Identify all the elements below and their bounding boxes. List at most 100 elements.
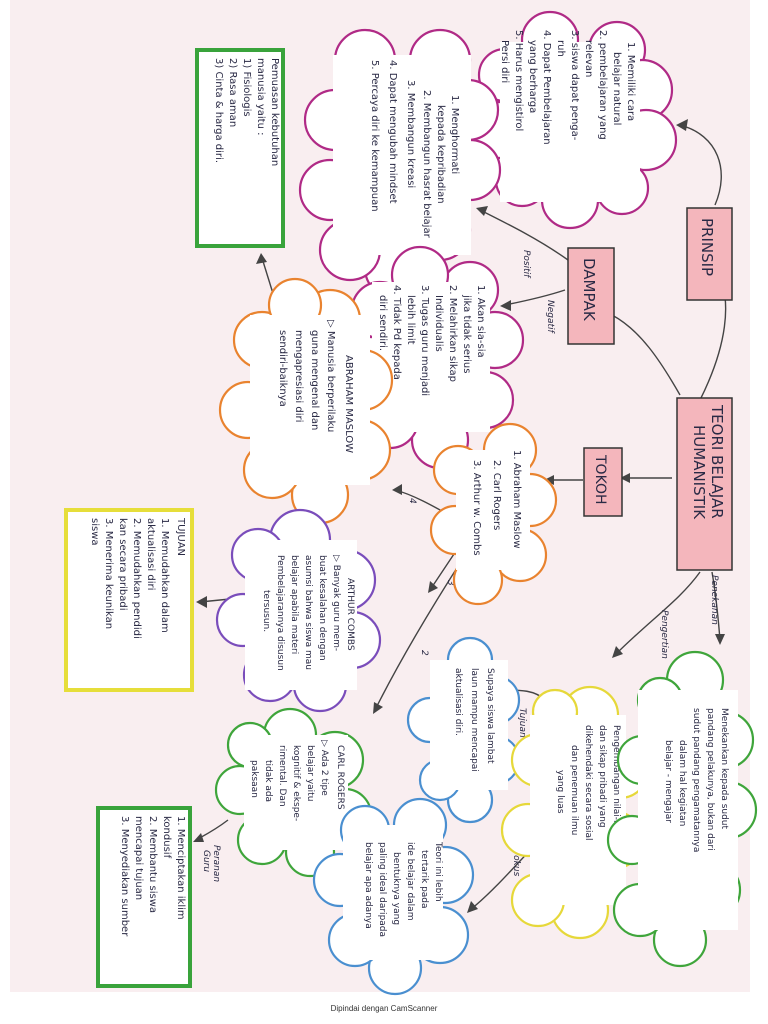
label-peranan-guru-2: Guru: [201, 850, 211, 872]
rogers-line-7: paksaan: [249, 760, 259, 798]
rogers-line-6: tidak ada: [263, 760, 273, 802]
arrow-dampak-negatif: [504, 289, 566, 306]
cloud-teori: Teori ini lebih tertarik pada ide belaja…: [312, 797, 475, 996]
tokoh-label: TOKOH: [592, 454, 608, 505]
cloud-tokoh: 1. Abraham Maslow 2. Carl Rogers 3. Arth…: [429, 422, 558, 606]
maslow-line-1: ABRAHAM MASLOW: [343, 355, 354, 453]
negatif-line-4: Individualis: [433, 295, 444, 352]
arrow-center-pengertian: [614, 571, 701, 656]
label-penekanan: Penekanan: [709, 575, 719, 625]
tujuan-line-5: kan secara pribadi: [117, 518, 128, 611]
teori-line-6: belajar apa adanya: [363, 842, 373, 929]
cloud-aktualisasi: Supaya siswa lambat laun mampu mencapai …: [406, 636, 521, 824]
pengertian-line-5: yang luas: [555, 770, 565, 814]
maslow-line-2: ▷ Manusia berperilaku: [325, 320, 336, 432]
arrow-center-dampak: [611, 314, 681, 396]
positif-line-6: 5. Percaya diri ke kemampuan: [369, 60, 380, 212]
peranan-line-2: kondusif: [161, 816, 172, 859]
kebutuhan-line-2: manusia yaitu :: [255, 58, 266, 135]
center-title-1: TEORI BELAJAR: [708, 404, 726, 519]
prinsip-line-10: Persi diri: [499, 40, 510, 83]
node-dampak: DAMPAK: [567, 247, 615, 345]
combs-line-4: asumsi bahwa siswa mau: [303, 555, 313, 670]
kebutuhan-line-5: 3) Cinta & harga diri.: [213, 58, 224, 163]
aktualisasi-line-2: laun mampu mencapai: [469, 668, 479, 772]
prinsip-line-5: 3. siswa dapat penga-: [569, 30, 580, 141]
pengertian-line-4: dan penemuan ilmu: [569, 745, 579, 835]
combs-line-6: Pembelajarannya disusun: [275, 555, 285, 671]
cloud-maslow: ABRAHAM MASLOW ▷ Manusia berperilaku gun…: [218, 277, 394, 525]
arrowhead-fokus: [467, 901, 478, 913]
prinsip-line-3: 2. pembelajaran yang: [597, 30, 608, 140]
maslow-line-4: mengapresiasi diri: [293, 330, 304, 422]
dampak-label: DAMPAK: [580, 258, 598, 322]
node-center: TEORI BELAJAR HUMANISTIK: [676, 397, 733, 571]
penekanan-line-1: Menekankan kepada sudut: [719, 708, 729, 830]
teori-line-1: Teori ini lebih: [433, 841, 443, 902]
maslow-line-5: sendiri-baiknya: [277, 330, 288, 407]
negatif-line-1: 1. Akan sia-sia: [475, 285, 486, 358]
rogers-line-3: belajar yaitu: [305, 745, 315, 801]
negatif-line-3: 2. Melahirkan sikap: [447, 285, 458, 382]
tujuan-line-7: siswa: [89, 518, 100, 546]
positif-line-4: 3. Membangun kreasi: [405, 80, 416, 188]
negatif-line-8: diri sendiri.: [377, 295, 388, 351]
positif-line-2: kepada kepribadian: [435, 105, 446, 204]
penekanan-line-5: belajar - mengajar: [663, 740, 673, 823]
arrowhead-combs-tujuan: [196, 596, 207, 608]
negatif-line-2: jika tidak serius: [461, 294, 472, 373]
arrowhead-combs: [428, 581, 438, 593]
teori-line-4: bentuknya yang: [391, 852, 401, 925]
prinsip-line-2: belajar natural: [611, 52, 622, 125]
kebutuhan-line-4: 2) Rasa aman: [227, 58, 238, 127]
label-negatif: Negatif: [545, 300, 555, 335]
label-tujuan: Tujuan: [517, 708, 527, 738]
negatif-line-5: 3. Tugas guru menjadi: [419, 285, 430, 396]
cloud-rogers: CARL ROGERS ▷ Ada 2 tipe belajar yaitu k…: [214, 707, 373, 878]
rogers-line-5: rimental. Dan: [277, 745, 287, 807]
tujuan-line-4: 2. Memudahkan pendidi: [131, 518, 142, 639]
peranan-line-4: mencapai tujuan: [133, 816, 144, 900]
arrowhead-kebutuhan: [256, 253, 267, 264]
combs-line-7: tersusun.: [261, 590, 271, 632]
combs-line-5: belajar apabila materi: [289, 555, 299, 654]
penekanan-line-2: pandang pelakunya, bukan dari: [705, 708, 715, 851]
positif-line-1: 1. Menghormati: [449, 95, 460, 174]
arrowhead-rogers: [373, 702, 383, 714]
cloud-combs: ARTHUR COMBS ▷ Banyak guru mem- buat kes…: [215, 508, 382, 713]
tujuan-line-2: 1. Memudahkan dalam: [159, 518, 170, 633]
teori-line-2: tertarik pada: [419, 850, 429, 909]
cloud-positif: 1. Menghormati kepada kepribadian 2. Mem…: [298, 28, 502, 300]
scanner-footer: Dipindai dengan CamScanner: [330, 1004, 438, 1013]
label-peranan-guru-1: Peranan: [211, 845, 221, 882]
tokoh-line-3: 3. Arthur w. Combs: [471, 460, 482, 556]
node-prinsip: PRINSIP: [686, 207, 733, 301]
combs-line-3: buat kesalahan dengan: [317, 555, 327, 661]
negatif-line-7: 4. Tidak Pd kepada: [391, 285, 402, 380]
pengertian-line-3: dikehendaki secara sosial: [583, 725, 593, 841]
label-num-4: 4: [407, 498, 417, 504]
rogers-line-2: ▷ Ada 2 tipe: [319, 740, 329, 796]
penekanan-line-4: dalam hal kegiatan: [677, 740, 687, 826]
combs-line-1: ARTHUR COMBS: [345, 578, 355, 651]
positif-line-3: 2. Membangun hasrat belajar: [421, 90, 432, 239]
tujuan-line-3: aktualisasi diri: [145, 518, 156, 590]
aktualisasi-line-1: Supaya siswa lambat: [485, 668, 495, 764]
tokoh-line-1: 1. Abraham Maslow: [511, 450, 522, 549]
kebutuhan-line-1: Pemuasan kebutuhan: [269, 58, 280, 166]
cloud-penekanan: Menekankan kepada sudut pandang pelakuny…: [606, 650, 758, 968]
pengertian-line-2: dan sikap pribadi yang: [597, 725, 607, 828]
box-tujuan: TUJUAN 1. Memudahkan dalam aktualisasi d…: [64, 508, 194, 692]
arrowhead-prinsip-cloud: [676, 119, 688, 131]
prinsip-line-8: yang berharga: [527, 40, 538, 113]
prinsip-line-7: 4. Dapat Pembelajaran: [541, 30, 552, 145]
maslow-line-3: guna mengenal dan: [309, 330, 320, 430]
arrowhead-positif: [476, 206, 488, 216]
label-positif: Positif: [521, 250, 531, 279]
kebutuhan-line-3: 1) Fisiologis: [241, 58, 252, 117]
penekanan-line-3: sudut pandang pengamatannya: [691, 708, 701, 852]
prinsip-label: PRINSIP: [698, 218, 716, 276]
arrowhead-maslow: [392, 484, 402, 495]
aktualisasi-line-3: aktualisasi diri.: [453, 668, 463, 736]
